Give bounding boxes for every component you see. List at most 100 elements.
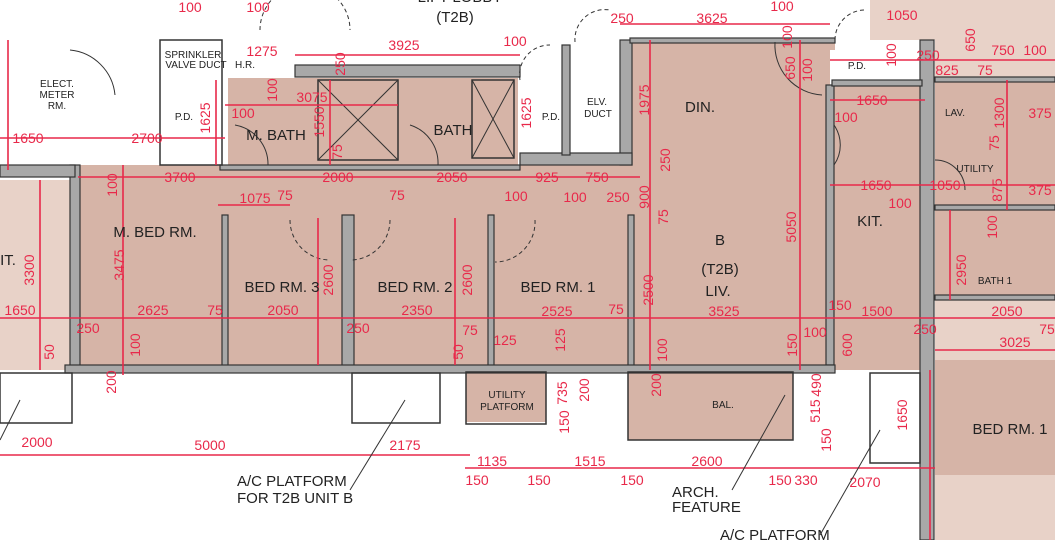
dimension-value: 2000 — [322, 169, 353, 185]
dimension-value: 3925 — [388, 37, 419, 53]
dimension-value: 250 — [657, 148, 673, 172]
dimension-value: 150 — [556, 410, 572, 434]
dimension-value: 100 — [654, 338, 670, 362]
dimension-value: 75 — [986, 135, 1002, 151]
room-label: RM. — [48, 101, 66, 112]
dimension-value: 1650 — [894, 399, 910, 430]
annotation-text: A/C PLATFORM — [720, 527, 830, 540]
dimension-value: 100 — [503, 33, 527, 49]
dimension-value: 2525 — [541, 303, 572, 319]
dimension-value: 50 — [450, 344, 466, 360]
dimension-value: 2600 — [459, 264, 475, 295]
dimension-value: 825 — [935, 62, 959, 78]
dimension-value: 1650 — [12, 130, 43, 146]
room-label: M. BATH — [246, 127, 306, 144]
dimension-value: 250 — [610, 10, 634, 26]
dimension-value: 100 — [246, 0, 270, 15]
dimension-value: 100 — [888, 195, 912, 211]
annotation-text: FEATURE — [672, 499, 741, 516]
dimension-value: 3300 — [21, 254, 37, 285]
dimension-value: 735 — [554, 381, 570, 405]
dimension-value: 100 — [799, 58, 815, 82]
dimension-value: 75 — [462, 322, 478, 338]
dimension-value: 150 — [527, 472, 551, 488]
room-label: ELECT. — [40, 79, 74, 90]
dimension-value: 250 — [76, 320, 100, 336]
dimension-value: 2950 — [953, 254, 969, 285]
dimension-value: 2175 — [389, 437, 420, 453]
dimension-value: 3075 — [296, 89, 327, 105]
dimension-value: 1625 — [518, 97, 534, 128]
dimension-value: 1300 — [991, 97, 1007, 128]
lobby-tag: (T2B) — [436, 9, 474, 26]
room-label: VALVE DUCT — [165, 60, 226, 71]
dimension-value: 375 — [1028, 105, 1052, 121]
dimension-value: 375 — [1028, 182, 1052, 198]
dimension-value: 1500 — [861, 303, 892, 319]
dimension-value: 125 — [493, 332, 517, 348]
room-label: IT. — [0, 252, 16, 269]
room-label: UTILITY — [488, 390, 526, 401]
dimension-value: 1650 — [856, 92, 887, 108]
dimension-value: 3700 — [164, 169, 195, 185]
dimension-value: 515 — [807, 399, 823, 423]
dimension-value: 100 — [1023, 42, 1047, 58]
dimension-value: 2500 — [640, 274, 656, 305]
room-label: UTILITY — [956, 164, 994, 175]
room-label: B — [715, 232, 725, 249]
room-label: BAL. — [712, 400, 734, 411]
dimension-value: 2350 — [401, 302, 432, 318]
room-label: KIT. — [857, 213, 883, 230]
room-label: PLATFORM — [480, 402, 534, 413]
dimension-value: 250 — [913, 321, 937, 337]
room-label: BATH — [434, 122, 473, 139]
dimension-value: 100 — [984, 215, 1000, 239]
dimension-value: 2050 — [991, 303, 1022, 319]
annotation-text: A/C PLATFORM — [237, 473, 347, 490]
dimension-value: 2600 — [691, 453, 722, 469]
dimension-value: 1135 — [477, 453, 507, 469]
dimension-value: 1550 — [311, 106, 327, 137]
dimension-value: 2070 — [849, 474, 880, 490]
dimension-value: 875 — [989, 178, 1005, 202]
room-label: P.D. — [848, 61, 866, 72]
dimension-value: 200 — [103, 370, 119, 394]
room-label: LAV. — [945, 108, 965, 119]
dimension-value: 1515 — [574, 453, 605, 469]
annotation-text: FOR T2B UNIT B — [237, 490, 353, 507]
dimension-value: 100 — [504, 188, 528, 204]
dimension-value: 75 — [1039, 321, 1055, 337]
dimension-value: 330 — [794, 472, 818, 488]
dimension-value: 1050 — [929, 177, 960, 193]
dimension-value: 900 — [636, 185, 652, 209]
dimension-value: 75 — [389, 187, 405, 203]
room-label: BED RM. 3 — [244, 279, 319, 296]
room-label: BED RM. 1 — [520, 279, 595, 296]
dimension-value: 250 — [606, 189, 630, 205]
dimension-value: 2625 — [137, 302, 168, 318]
dimension-value: 100 — [104, 173, 120, 197]
dimension-value: 3475 — [111, 249, 127, 280]
dimension-value: 150 — [465, 472, 489, 488]
dimension-value: 150 — [784, 333, 800, 357]
room-label: P.D. — [175, 112, 193, 123]
dimension-value: 5000 — [194, 437, 225, 453]
dimension-value: 250 — [332, 52, 348, 76]
dimension-value: 2600 — [320, 264, 336, 295]
dimension-value: 150 — [620, 472, 644, 488]
dimension-value: 100 — [803, 324, 827, 340]
dimension-lines — [0, 23, 1055, 540]
dimension-value: 200 — [648, 373, 664, 397]
dimension-value: 100 — [178, 0, 202, 15]
dimension-value: 75 — [207, 302, 223, 318]
doors — [69, 0, 966, 263]
dimension-value: 75 — [277, 187, 293, 203]
dimension-value: 100 — [231, 105, 255, 121]
dimension-value: 925 — [535, 169, 559, 185]
dimension-value: 1050 — [886, 7, 917, 23]
room-label: SPRINKLER — [165, 50, 222, 61]
lobby-title: LIFT LOBBY — [418, 0, 503, 6]
